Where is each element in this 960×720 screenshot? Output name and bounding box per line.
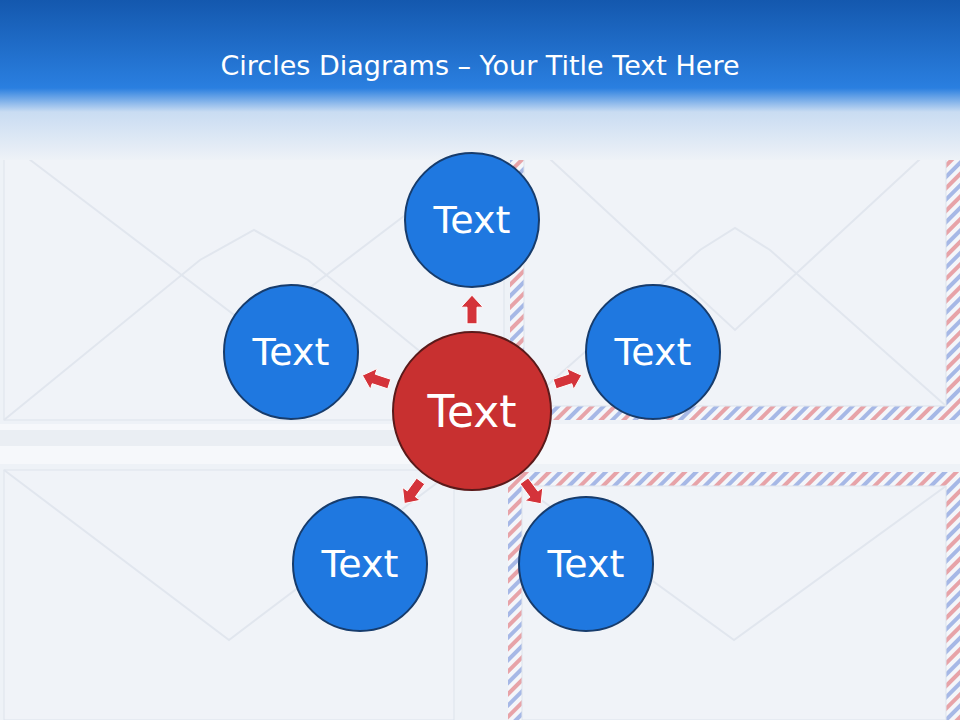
node-label: Text [434, 198, 511, 242]
block-arrow [362, 369, 390, 390]
outer-circle: Text [585, 284, 721, 420]
node-label: Text [253, 330, 330, 374]
block-arrow [461, 295, 483, 324]
block-arrow [520, 478, 543, 504]
node-label: Text [322, 542, 399, 586]
block-arrow [553, 369, 581, 390]
node-label: Text [428, 386, 517, 437]
slide-title: Circles Diagrams – Your Title Text Here [0, 50, 960, 81]
envelope [510, 135, 960, 420]
outer-circle: Text [292, 496, 428, 632]
outer-circle: Text [223, 284, 359, 420]
outer-circle: Text [518, 496, 654, 632]
block-arrow [403, 478, 425, 503]
outer-circle: Text [404, 152, 540, 288]
envelope [4, 470, 454, 720]
node-label: Text [548, 542, 625, 586]
envelope [508, 472, 960, 720]
node-label: Text [615, 330, 692, 374]
center-circle: Text [392, 331, 552, 491]
